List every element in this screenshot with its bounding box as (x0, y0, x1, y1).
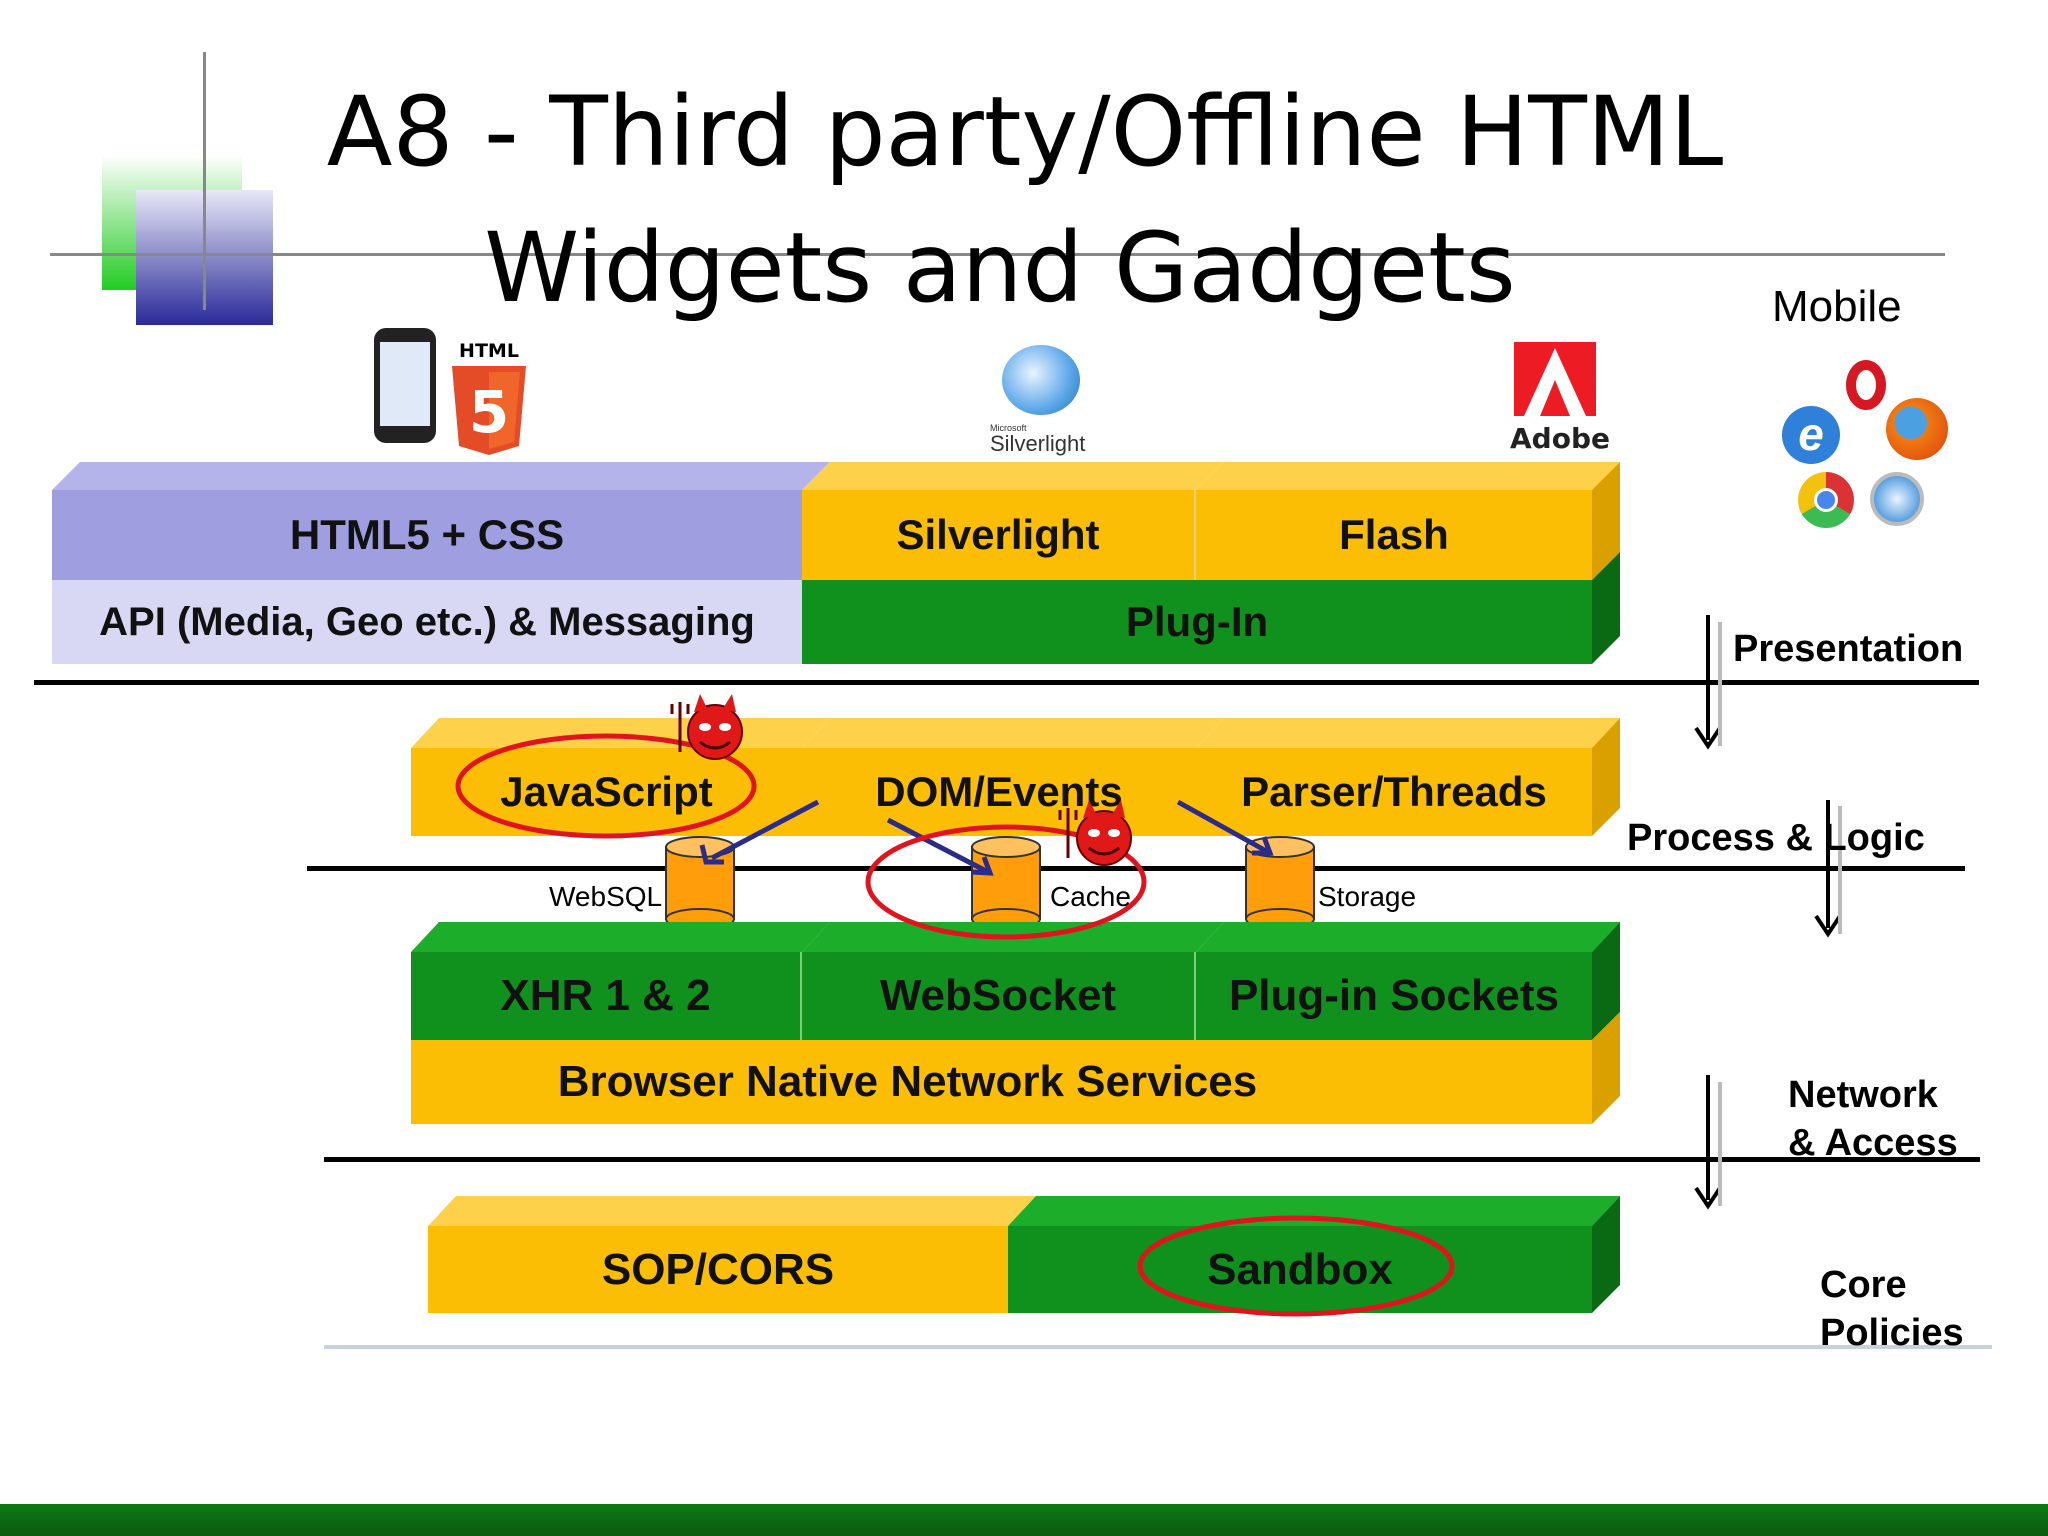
core-layer-label-2: Policies (1820, 1312, 1964, 1354)
xhr-block: XHR 1 & 2 (411, 952, 802, 1040)
svg-text:5: 5 (469, 378, 509, 446)
core-bottom-line (324, 1345, 1992, 1349)
logic-divider (307, 866, 1965, 871)
devil-icon (670, 694, 743, 760)
firefox-icon (1886, 398, 1948, 460)
javascript-highlight-circle (455, 733, 757, 839)
parser-threads-block: Parser/Threads (1196, 748, 1592, 836)
page-title-line2: Widgets and Gadgets (484, 212, 1516, 324)
corner-vline (203, 52, 206, 310)
storage-cylinders (665, 799, 1315, 930)
core-3d-edges (428, 1196, 1620, 1313)
layer-down-arrows (1694, 615, 1842, 1210)
mobile-label: Mobile (1772, 282, 1902, 331)
ie-icon: e (1782, 406, 1840, 464)
storage-label: Storage (1318, 881, 1417, 912)
network-layer-label-1: Network (1788, 1074, 1938, 1116)
presentation-layer-label: Presentation (1733, 628, 1964, 670)
api-messaging-block: API (Media, Geo etc.) & Messaging (52, 580, 802, 664)
silverlight-block: Silverlight (802, 490, 1196, 580)
flash-block: Flash (1196, 490, 1592, 580)
cache-label: Cache (1050, 881, 1131, 912)
highlights-overlay (455, 615, 1842, 1317)
network-layer-label-2: & Access (1788, 1122, 1958, 1164)
title-underline (50, 253, 1945, 256)
adobe-logo-icon: Adobe (1510, 342, 1610, 462)
network-divider (324, 1157, 1980, 1162)
browser-icons: e (1776, 358, 1956, 533)
core-layer-label-1: Core (1820, 1264, 1907, 1306)
plugin-block: Plug-In (802, 580, 1592, 664)
dom-events-block: DOM/Events (802, 748, 1196, 836)
storage-cylinder-icon (1245, 836, 1315, 930)
chrome-icon (1798, 472, 1854, 528)
opera-icon (1846, 360, 1886, 410)
sandbox-block: Sandbox (1008, 1226, 1592, 1313)
silverlight-logo-icon: Microsoft Silverlight (988, 345, 1093, 460)
iphone-icon (374, 328, 436, 443)
websocket-block: WebSocket (802, 952, 1196, 1040)
process-logic-layer-label: Process & Logic (1627, 817, 1925, 859)
browser-native-network-block: Browser Native Network Services (411, 1040, 1592, 1124)
websql-label: WebSQL (549, 881, 663, 912)
sop-cors-block: SOP/CORS (428, 1226, 1008, 1313)
sandbox-highlight-circle (1137, 1215, 1455, 1317)
cache-cylinder-icon (971, 836, 1041, 930)
safari-icon (1870, 472, 1924, 526)
cache-highlight-circle (865, 824, 1147, 940)
footer-bar (0, 1504, 2048, 1536)
presentation-3d-edges (52, 462, 1620, 664)
data-arrows (699, 799, 1274, 876)
page-title-line1: A8 - Third party/Offline HTML (326, 76, 1724, 188)
plugin-sockets-block: Plug-in Sockets (1196, 952, 1592, 1040)
presentation-divider (34, 680, 1979, 685)
devil-icon (1058, 800, 1132, 866)
html5-logo-icon: HTML 5 (448, 340, 530, 458)
html5-css-block: HTML5 + CSS (52, 490, 802, 580)
